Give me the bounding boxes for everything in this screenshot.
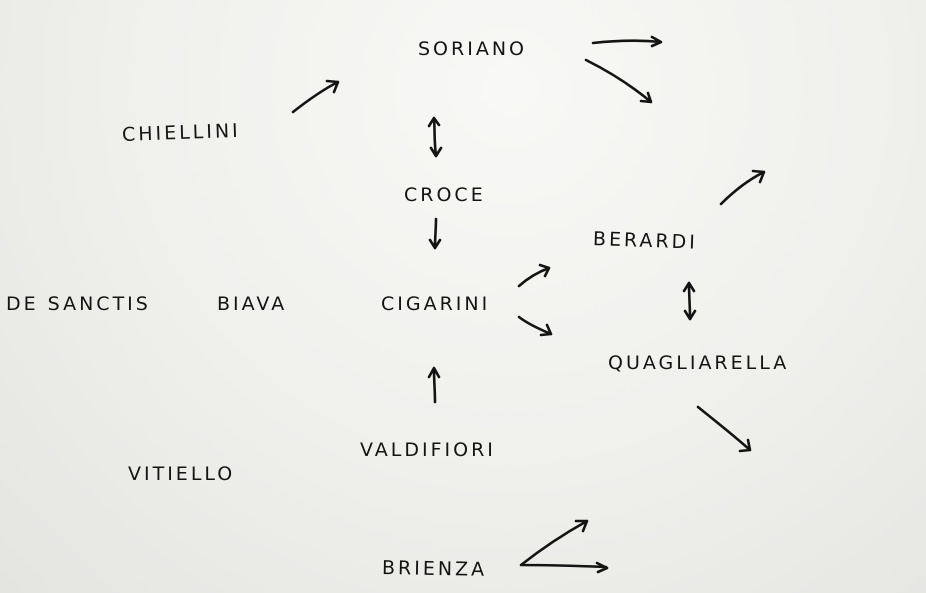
player-cigarini: CIGARINI	[381, 293, 491, 315]
arrow-valdifiori-up	[427, 366, 441, 404]
arrow-chiellini	[291, 79, 340, 114]
player-croce: CROCE	[404, 184, 486, 206]
arrow-soriano-diagonal	[584, 58, 653, 104]
player-soriano: SORIANO	[418, 38, 527, 60]
arrow-cigarini-up	[517, 263, 551, 288]
arrow-berardi	[719, 169, 766, 206]
player-vitiello: VITIELLO	[128, 463, 236, 485]
arrow-cigarini-down	[517, 315, 553, 337]
arrow-berardi-quagliarella	[682, 281, 697, 321]
arrow-soriano-croce	[427, 116, 443, 158]
arrow-soriano-right	[591, 35, 663, 48]
player-quagliarella: QUAGLIARELLA	[608, 352, 790, 374]
player-desanctis: DE SANCTIS	[6, 293, 151, 315]
player-valdifiori: VALDIFIORI	[360, 439, 496, 461]
arrow-croce-down	[428, 217, 442, 250]
arrow-brienza	[519, 519, 609, 574]
player-biava: BIAVA	[217, 293, 288, 315]
arrow-quagliarella	[696, 405, 752, 453]
